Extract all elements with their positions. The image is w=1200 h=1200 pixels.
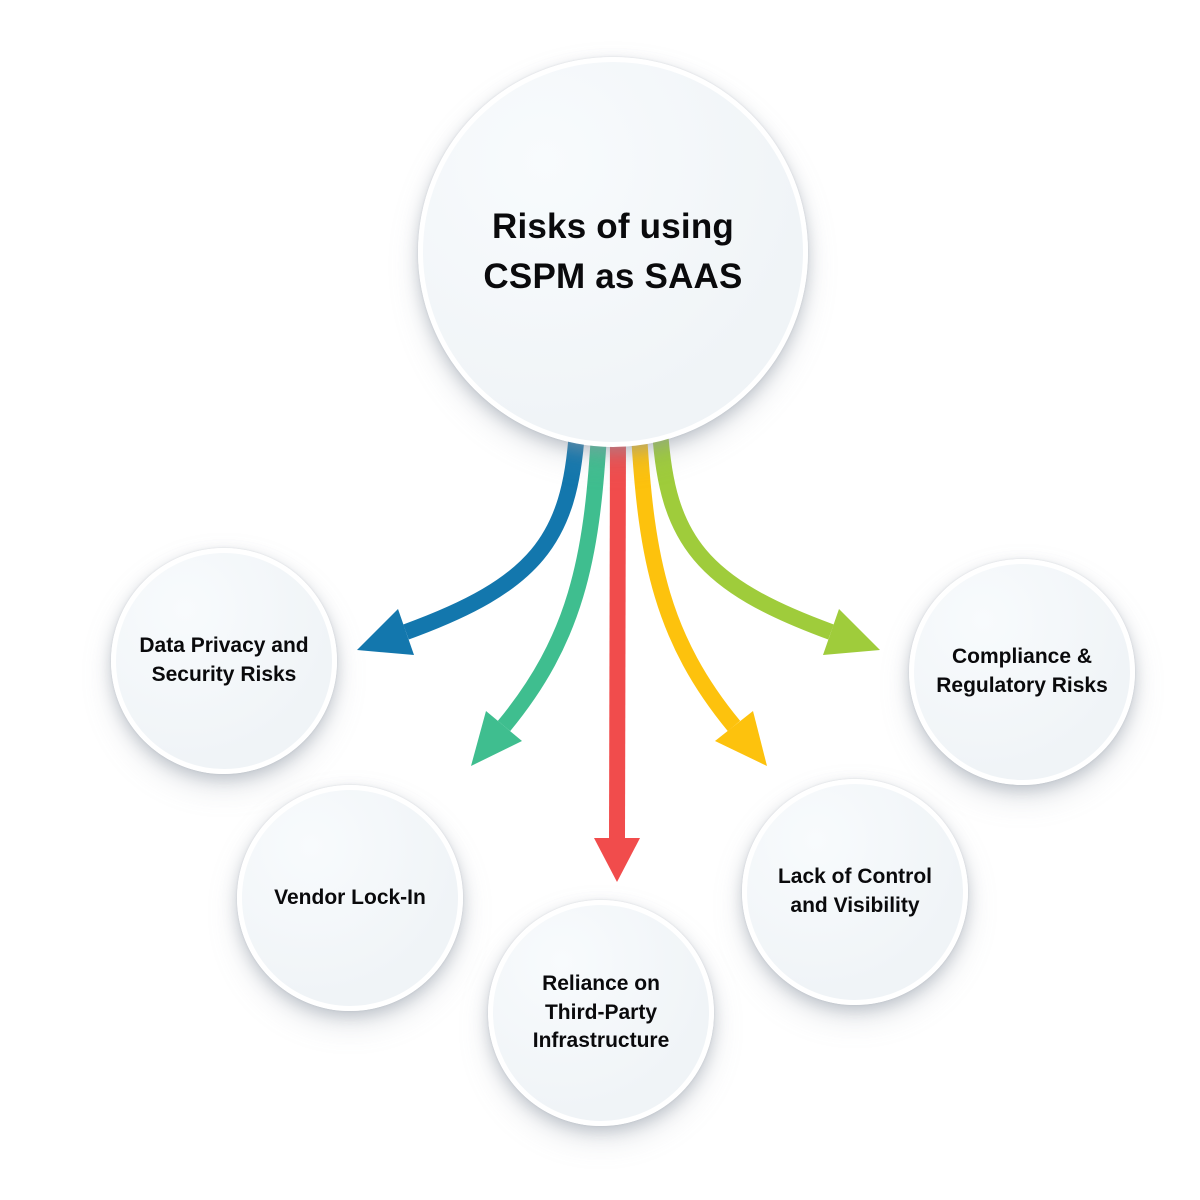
arrow-to-compliance [652, 429, 880, 655]
arrow-to-compliance-shaft [652, 429, 834, 640]
node-reliance-third-party: Reliance on Third-Party Infrastructure [488, 900, 714, 1126]
arrow-to-lack-of-control [631, 432, 767, 766]
arrow-to-lack-of-control-shaft [631, 432, 741, 732]
node-lack-of-control: Lack of Control and Visibility [742, 779, 968, 1005]
node-compliance-regulatory-label: Compliance & Regulatory Risks [936, 645, 1108, 697]
node-lack-of-control-label: Lack of Control and Visibility [777, 865, 932, 917]
node-vendor-lock-in-label: Vendor Lock-In [274, 885, 426, 909]
arrow-to-reliance-shaft [609, 429, 626, 841]
arrow-to-compliance-head-icon [823, 609, 880, 655]
node-vendor-lock-in: Vendor Lock-In [237, 785, 463, 1011]
arrow-to-reliance-head-icon [594, 838, 640, 882]
center-node-label: Risks of using CSPM as SAAS [483, 207, 743, 296]
node-compliance-regulatory: Compliance & Regulatory Risks [909, 559, 1135, 785]
node-data-privacy: Data Privacy and Security Risks [111, 548, 337, 774]
node-data-privacy-label: Data Privacy and Security Risks [139, 634, 309, 686]
center-node: Risks of using CSPM as SAAS [418, 57, 808, 447]
arrow-to-vendor-lock-in [471, 432, 607, 766]
arrow-to-data-privacy-head-icon [357, 609, 414, 655]
node-reliance-third-party-label: Reliance on Third-Party Infrastructure [532, 972, 670, 1053]
arrow-to-lack-of-control-head-icon [715, 711, 767, 766]
arrow-to-data-privacy-shaft [403, 429, 585, 640]
arrow-to-reliance [594, 429, 640, 882]
arrow-to-vendor-lock-in-head-icon [471, 711, 522, 766]
arrow-to-data-privacy [357, 429, 585, 655]
arrow-to-vendor-lock-in-shaft [497, 432, 607, 732]
